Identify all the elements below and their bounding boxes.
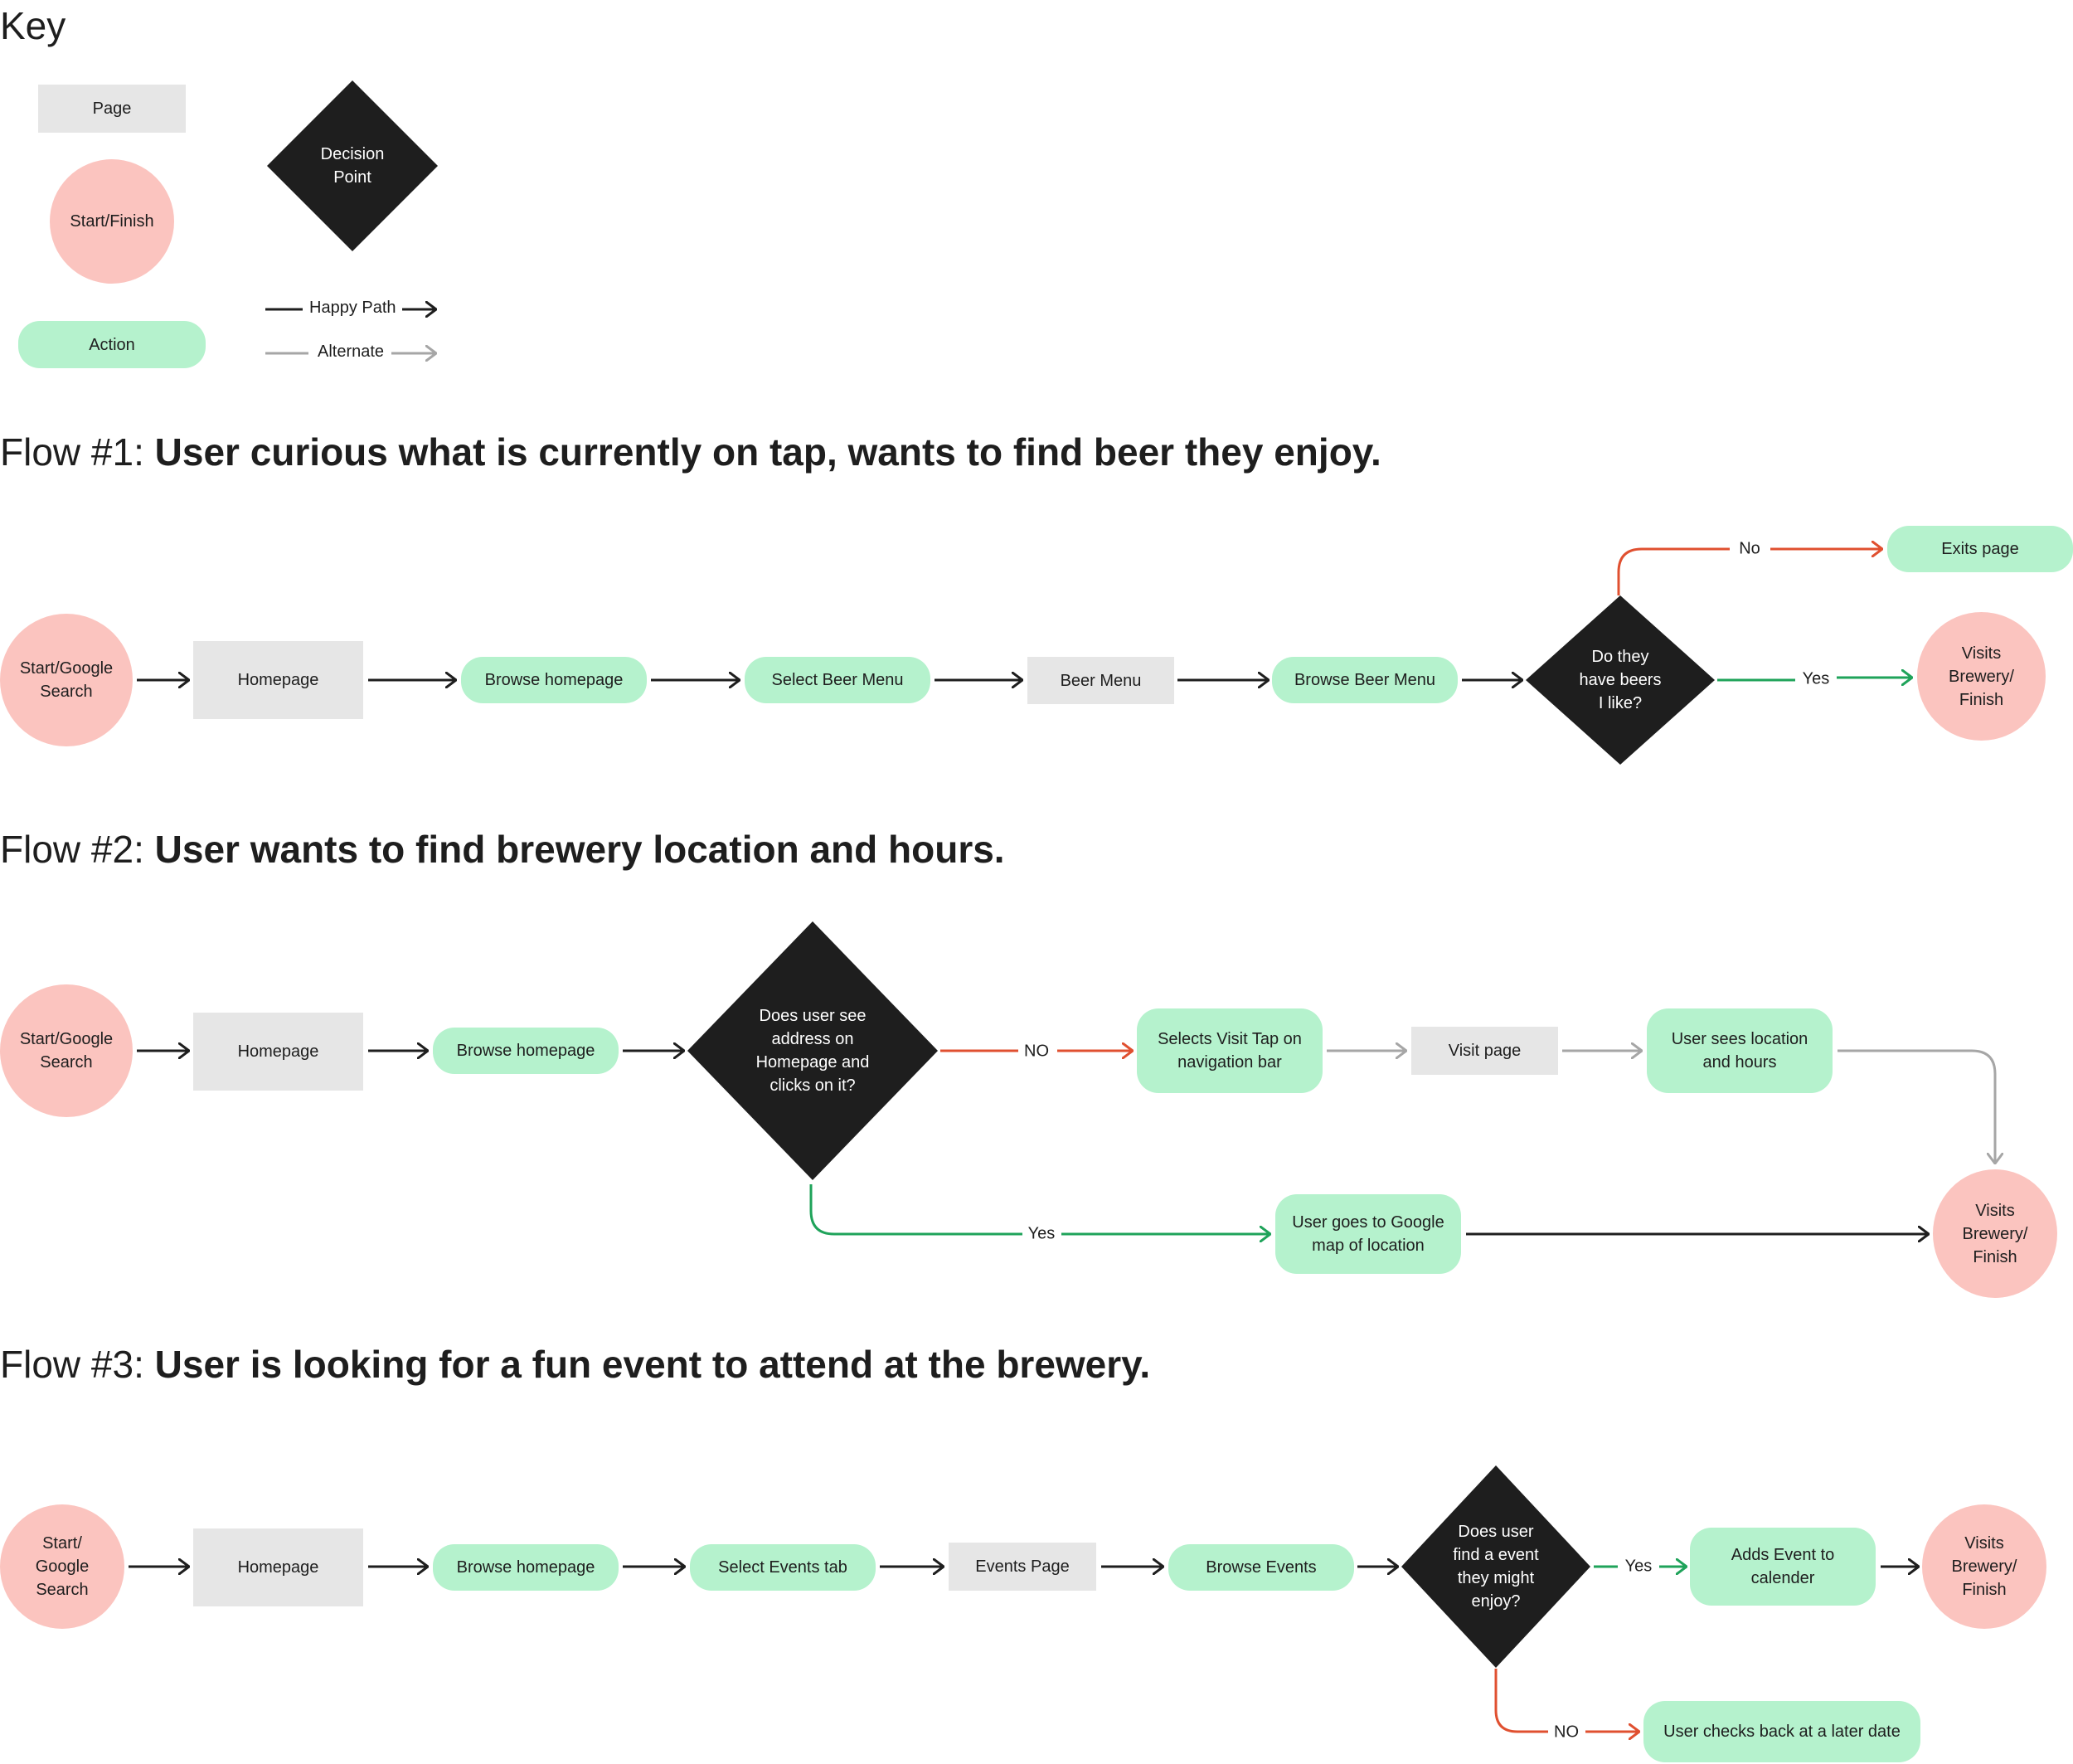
f1-homepage: Homepage	[193, 641, 363, 719]
key-start-finish-label: Start/Finish	[70, 212, 154, 231]
key-alternate-label: Alternate	[318, 343, 385, 361]
f1-yes-label: Yes	[1797, 669, 1835, 689]
key-page: Page	[38, 85, 186, 133]
f1-no-path	[1617, 547, 1730, 595]
f3-homepage: Homepage	[193, 1528, 363, 1606]
f1-exits-page: Exits page	[1887, 526, 2073, 572]
f1-browse-beer-menu: Browse Beer Menu	[1272, 657, 1458, 703]
f2-alt-path-down	[1838, 1049, 1995, 1164]
f2-yes-label: Yes	[1022, 1224, 1061, 1244]
f3-checks-back: User checks back at a later date	[1643, 1701, 1920, 1762]
f2-no-label: NO	[1019, 1042, 1054, 1062]
key-title: Key	[0, 4, 66, 47]
f1-no-label: No	[1734, 539, 1765, 559]
f2-browse-homepage: Browse homepage	[433, 1028, 619, 1074]
f3-events-page: Events Page	[949, 1543, 1096, 1591]
f3-select-events-tab: Select Events tab	[690, 1544, 876, 1591]
f3-browse-events: Browse Events	[1168, 1544, 1354, 1591]
key-page-label: Page	[92, 100, 132, 118]
key-action: Action	[18, 321, 206, 368]
f3-no-path	[1494, 1669, 1548, 1733]
f1-beer-menu: Beer Menu	[1027, 657, 1174, 704]
f1-browse-homepage: Browse homepage	[461, 657, 647, 703]
key-action-label: Action	[89, 335, 135, 354]
f3-no-label: NO	[1549, 1723, 1584, 1742]
key-happy-path-label: Happy Path	[309, 299, 396, 317]
f2-yes-path	[809, 1184, 1022, 1236]
flow1-title: Flow #1: User curious what is currently …	[0, 430, 1381, 474]
f2-visit-page: Visit page	[1411, 1027, 1558, 1075]
f1-select-beer-menu: Select Beer Menu	[745, 657, 930, 703]
flow3-title: Flow #3: User is looking for a fun event…	[0, 1343, 1151, 1386]
f3-yes-label: Yes	[1619, 1557, 1658, 1577]
f2-homepage: Homepage	[193, 1013, 363, 1091]
key-start-finish: Start/Finish	[50, 159, 174, 284]
f3-browse-homepage: Browse homepage	[433, 1544, 619, 1591]
flow2-title: Flow #2: User wants to find brewery loca…	[0, 828, 1005, 871]
